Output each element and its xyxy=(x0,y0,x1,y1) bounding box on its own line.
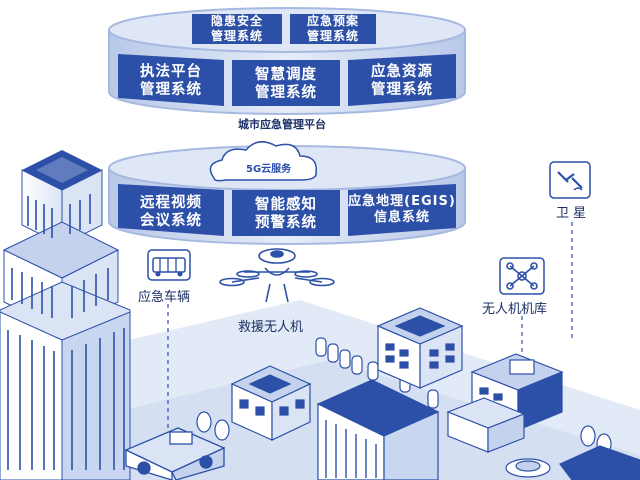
platform-top-title: 城市应急管理平台 xyxy=(238,118,326,131)
hangar-label: 无人机机库 xyxy=(482,302,548,317)
panel-resource xyxy=(348,54,456,106)
system-emergency-plan: 应急预案 管理系统 xyxy=(306,14,359,43)
drone-icon xyxy=(219,248,335,303)
vehicle-label: 应急车辆 xyxy=(138,290,191,305)
platform-top-ring xyxy=(108,7,466,115)
panel-emergency-plan xyxy=(290,14,376,44)
system-video-conference: 远程视频 会议系统 xyxy=(140,195,202,230)
system-law-enforcement: 执法平台 管理系统 xyxy=(140,64,202,99)
panel-smart-dispatch xyxy=(232,60,340,106)
panel-smart-sensing xyxy=(232,190,340,236)
satellite-label: 卫 星 xyxy=(556,206,587,221)
panel-hazard-safety xyxy=(192,14,282,44)
hangar-icon xyxy=(499,257,545,295)
platform-bottom-ring xyxy=(108,141,466,245)
tower-building xyxy=(0,150,131,480)
satellite-icon xyxy=(549,161,591,199)
system-egis: 应急地理(EGIS) 信息系统 xyxy=(348,194,456,226)
panel-video-conference xyxy=(118,184,224,236)
building-mid xyxy=(376,307,464,389)
panel-law-enforcement xyxy=(118,54,224,106)
trees xyxy=(196,337,612,455)
system-smart-sensing: 智能感知 预警系统 xyxy=(255,197,317,232)
cloud-service-label: 5G云服务 xyxy=(246,164,292,175)
drone-label: 救援无人机 xyxy=(238,320,304,335)
building-large-center xyxy=(316,379,440,480)
panel-egis xyxy=(348,184,456,236)
system-smart-dispatch: 智慧调度 管理系统 xyxy=(255,67,317,102)
building-bottom-right xyxy=(446,397,640,480)
emergency-truck xyxy=(124,427,226,480)
building-small-left xyxy=(230,365,312,441)
system-emergency-resource: 应急资源 管理系统 xyxy=(371,64,433,99)
system-hazard-safety: 隐患安全 管理系统 xyxy=(210,14,263,43)
vehicle-icon xyxy=(147,249,191,281)
cloud-icon xyxy=(209,141,317,182)
